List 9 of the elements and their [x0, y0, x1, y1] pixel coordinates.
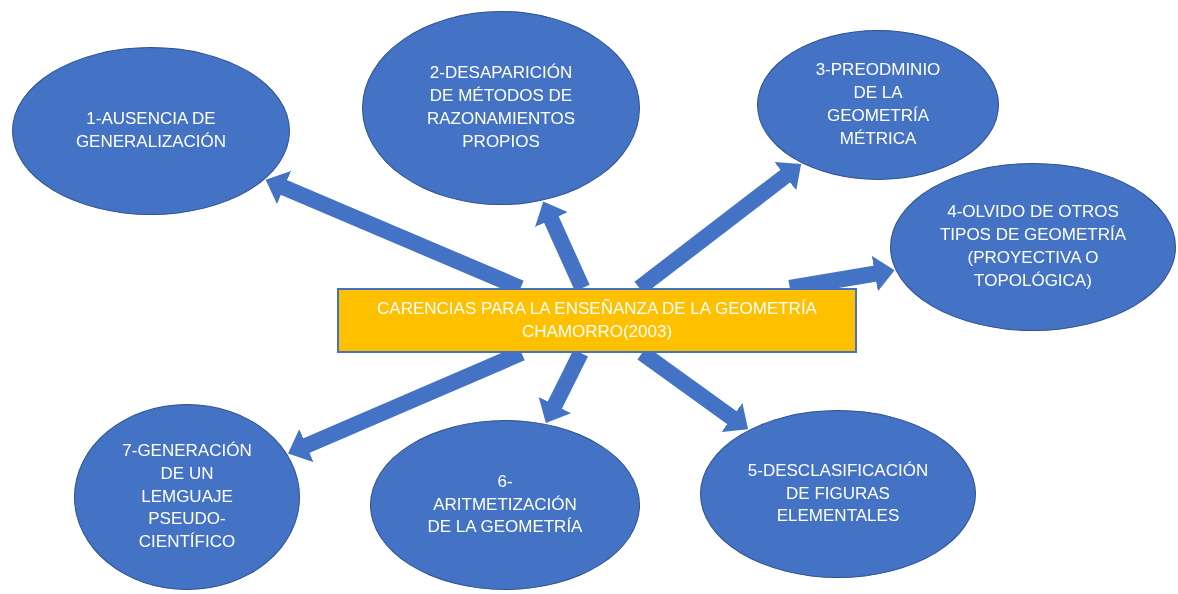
node-label: 6-ARITMETIZACIÓN DE LA GEOMETRÍA [427, 470, 583, 539]
title-box [337, 288, 857, 353]
node-label: 3-PREODMINIO DE LA GEOMETRÍA MÉTRICA [814, 59, 942, 150]
node-label: 2-DESAPARICIÓN DE MÉTODOS DE RAZONAMIENTOS PROPIOS [426, 62, 576, 153]
node-label: 1-AUSENCIA DE GENERALIZACIÓN [74, 108, 228, 153]
node-label: 7-GENERACIÓN DE UN LEMGUAJE PSEUDO- CIENTÍFICO [121, 439, 253, 554]
node-label: 4-OLVIDO DE OTROS TIPOS DE GEOMETRÍA (PROYECTIVA O TOPOLÓGICA) [938, 201, 1128, 292]
node-label: CARENCIAS PARA LA ENSEÑANZA DE LA GEOMETRÍA CHAMORRO(2003) [376, 297, 818, 343]
node-label: 5-DESCLASIFICACIÓN DE FIGURAS ELEMENTALES [746, 459, 930, 528]
